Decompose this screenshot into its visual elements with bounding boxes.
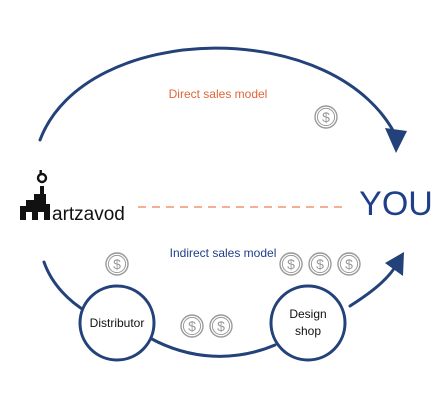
coin-symbol: $ (316, 256, 324, 272)
indirect-sales-label: Indirect sales model (170, 246, 277, 260)
distributor-label: Distributor (90, 316, 145, 330)
design-shop-node (269, 284, 347, 362)
indirect-arc-left (42, 260, 89, 314)
coin-symbol: $ (188, 318, 196, 334)
coin-icon: $ (105, 252, 129, 276)
coin-icon: $ (314, 105, 338, 129)
coin-symbol: $ (217, 318, 225, 334)
coin-icon: $ (180, 314, 204, 338)
you-label: YOU (359, 185, 433, 223)
coin-icon: $ (279, 252, 303, 276)
design-shop-label-line1: Design (289, 307, 326, 321)
coin-symbol: $ (113, 256, 121, 272)
indirect-arc-middle (148, 336, 277, 358)
artzavod-logo: artzavod (20, 170, 125, 225)
logo-text: artzavod (52, 204, 125, 225)
coin-icon: $ (308, 252, 332, 276)
coin-symbol: $ (287, 256, 295, 272)
coin-icon: $ (209, 314, 233, 338)
direct-sales-arc (38, 46, 400, 142)
design-shop-label-line2: shop (295, 324, 321, 338)
distributor-node (78, 284, 156, 362)
indirect-arc-right (348, 260, 400, 308)
coin-symbol: $ (322, 109, 330, 125)
logo-head-icon (36, 172, 48, 184)
coin-icon: $ (337, 252, 361, 276)
logo-factory-icon (20, 194, 50, 220)
indirect-arrowhead-icon (385, 252, 404, 276)
direct-sales-label: Direct sales model (169, 87, 268, 101)
coin-symbol: $ (345, 256, 353, 272)
direct-arrowhead-icon (385, 128, 407, 153)
